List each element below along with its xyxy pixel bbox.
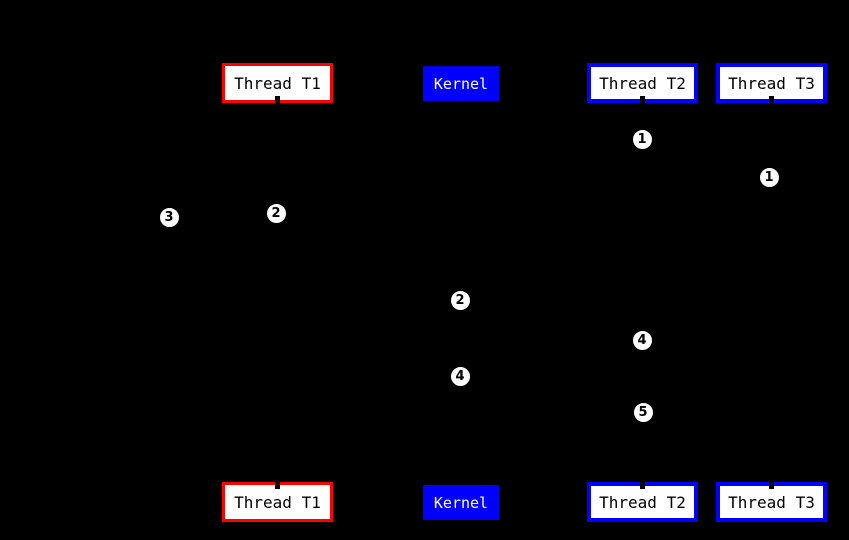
participant-box-kernel-bottom: Kernel bbox=[423, 485, 499, 520]
step-marker-1: 1 bbox=[758, 166, 780, 188]
step-marker-label: 2 bbox=[455, 292, 465, 308]
step-marker-label: 5 bbox=[638, 404, 648, 420]
step-marker-label: 4 bbox=[637, 332, 647, 348]
participant-box-thread-t2-top: Thread T2 bbox=[587, 63, 698, 103]
step-marker-2: 2 bbox=[449, 289, 471, 311]
participant-label: Thread T1 bbox=[234, 73, 321, 93]
step-marker-label: 1 bbox=[637, 131, 647, 147]
lifeline-notch-thread-t3-top bbox=[769, 96, 774, 104]
participant-label: Thread T2 bbox=[599, 73, 686, 93]
lifeline-thread-t2 bbox=[642, 103, 643, 482]
step-marker-1: 1 bbox=[631, 128, 653, 150]
lifeline-notch-thread-t2-top bbox=[640, 96, 645, 104]
lifeline-thread-t1 bbox=[277, 103, 278, 482]
step-marker-2: 2 bbox=[265, 202, 287, 224]
step-marker-4: 4 bbox=[631, 329, 653, 351]
participant-label: Thread T3 bbox=[728, 492, 815, 512]
step-marker-5: 5 bbox=[632, 401, 654, 423]
step-marker-label: 2 bbox=[271, 205, 281, 221]
lifeline-notch-thread-t3-bottom bbox=[769, 481, 774, 489]
participant-box-thread-t1-bottom: Thread T1 bbox=[222, 482, 333, 522]
step-marker-3: 3 bbox=[158, 206, 180, 228]
participant-label: Kernel bbox=[433, 74, 489, 93]
participant-label: Kernel bbox=[433, 493, 489, 512]
lifeline-notch-thread-t1-top bbox=[275, 96, 280, 104]
step-marker-4: 4 bbox=[449, 365, 471, 387]
step-marker-label: 4 bbox=[455, 368, 465, 384]
lifeline-notch-thread-t1-bottom bbox=[275, 481, 280, 489]
step-marker-label: 1 bbox=[764, 169, 774, 185]
step-marker-label: 3 bbox=[164, 209, 174, 225]
participant-label: Thread T2 bbox=[599, 492, 686, 512]
participant-label: Thread T3 bbox=[728, 73, 815, 93]
lifeline-thread-t3 bbox=[771, 103, 772, 482]
lifeline-notch-thread-t2-bottom bbox=[640, 481, 645, 489]
participant-box-kernel-top: Kernel bbox=[423, 66, 499, 101]
participant-label: Thread T1 bbox=[234, 492, 321, 512]
